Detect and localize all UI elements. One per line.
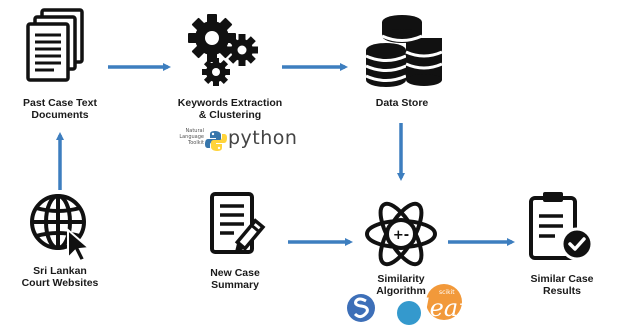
court-label: Sri Lankan Court Websites xyxy=(6,265,114,289)
nltk-logo: Natural Language Toolkit xyxy=(170,128,204,146)
data-store-label: Data Store xyxy=(362,97,442,109)
similarity-label-line2: Algorithm xyxy=(376,285,426,297)
past-case-label: Past Case Text Documents xyxy=(6,97,114,121)
documents-icon xyxy=(26,8,84,82)
new-case-label-line2: Summary xyxy=(211,279,259,291)
database-icon xyxy=(365,15,443,87)
svg-text:+-: +- xyxy=(393,228,409,243)
scipy-logo-icon xyxy=(347,294,375,322)
clipboard-check-icon xyxy=(529,192,594,261)
similarity-label-line1: Similarity xyxy=(377,273,425,285)
keywords-label-line1: Keywords Extraction xyxy=(177,97,283,109)
globe-cursor-icon xyxy=(30,194,92,263)
results-label: Similar Case Results xyxy=(512,273,612,297)
new-case-label: New Case Summary xyxy=(190,267,280,291)
gears-icon xyxy=(188,14,258,86)
nltk-logo-line2: Language xyxy=(179,134,204,140)
court-label-line1: Sri Lankan xyxy=(33,265,87,277)
nltk-logo-line1: Natural xyxy=(185,128,204,134)
sklearn-logo-icon xyxy=(397,284,462,325)
sklearn-logo-small-text: scikit xyxy=(439,289,455,296)
new-case-label-line1: New Case xyxy=(210,267,260,279)
sklearn-logo-text: learn xyxy=(422,294,486,322)
python-logo-icon xyxy=(205,131,227,151)
atom-icon: +- xyxy=(365,201,437,267)
past-case-label-line2: Documents xyxy=(31,109,89,121)
results-label-line1: Similar Case xyxy=(530,273,594,285)
document-pen-icon xyxy=(210,192,266,254)
python-logo-text: python xyxy=(228,127,298,149)
data-store-label-line1: Data Store xyxy=(375,97,429,109)
past-case-label-line1: Past Case Text xyxy=(23,97,97,109)
keywords-label: Keywords Extraction & Clustering xyxy=(165,97,295,121)
court-label-line2: Court Websites xyxy=(21,277,99,289)
results-label-line2: Results xyxy=(543,285,581,297)
nltk-logo-line3: Toolkit xyxy=(188,140,204,146)
similarity-label: Similarity Algorithm xyxy=(356,273,446,297)
keywords-label-line2: & Clustering xyxy=(198,109,262,121)
